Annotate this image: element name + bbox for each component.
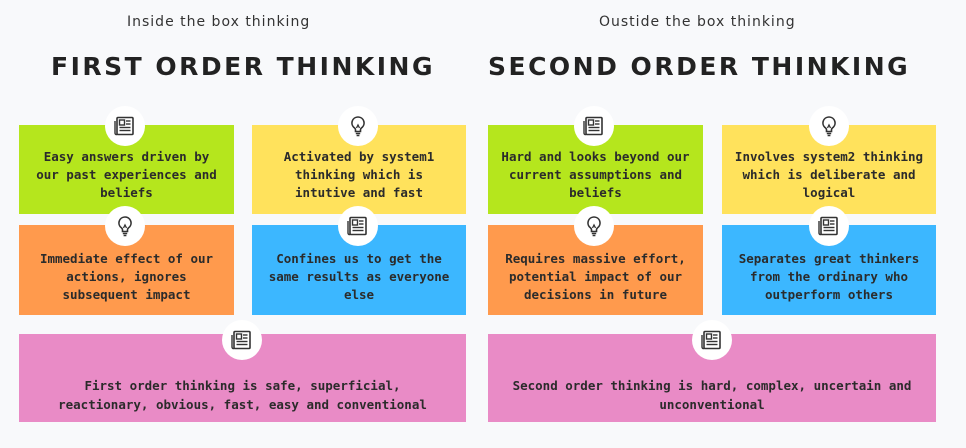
right-badge-5 [692, 320, 732, 360]
left-title: FIRST ORDER THINKING [51, 52, 435, 81]
lightbulb-icon [351, 116, 365, 137]
left-badge-3 [105, 206, 145, 246]
right-card-5-text: Second order thinking is hard, complex, … [512, 378, 912, 412]
right-card-1-text: Hard and looks beyond our current assump… [501, 148, 690, 200]
newspaper-icon [701, 330, 721, 350]
newspaper-icon [347, 216, 367, 236]
lightbulb-icon [587, 216, 601, 237]
newspaper-icon [818, 216, 838, 236]
right-badge-4 [809, 206, 849, 246]
left-card-2: Activated by system1 thinking which is i… [252, 125, 466, 214]
left-badge-5 [222, 320, 262, 360]
left-subtitle: Inside the box thinking [127, 14, 311, 30]
left-card-1-text: Easy answers driven by our past experien… [36, 148, 217, 200]
right-badge-3 [574, 206, 614, 246]
right-card-3-text: Requires massive effort, potential impac… [505, 251, 686, 302]
right-card-2-text: Involves system2 thinking which is delib… [734, 148, 924, 200]
lightbulb-icon [118, 216, 132, 237]
right-badge-1 [574, 106, 614, 146]
right-subtitle: Oustide the box thinking [599, 14, 796, 30]
left-card-2-text: Activated by system1 thinking which is i… [283, 148, 435, 200]
left-card-3-text: Immediate effect of our actions, ignores… [39, 251, 214, 302]
left-badge-4 [338, 206, 378, 246]
lightbulb-icon [822, 116, 836, 137]
right-badge-2 [809, 106, 849, 146]
right-title: SECOND ORDER THINKING [488, 52, 911, 81]
left-card-5-text: First order thinking is safe, superficia… [58, 378, 427, 412]
left-card-4-text: Confines us to get the same results as e… [268, 251, 450, 302]
left-badge-1 [105, 106, 145, 146]
newspaper-icon [231, 330, 251, 350]
left-badge-2 [338, 106, 378, 146]
right-card-4-text: Separates great thinkers from the ordina… [738, 251, 920, 302]
newspaper-icon [114, 116, 134, 136]
newspaper-icon [583, 116, 603, 136]
left-card-3: Immediate effect of our actions, ignores… [19, 225, 234, 315]
